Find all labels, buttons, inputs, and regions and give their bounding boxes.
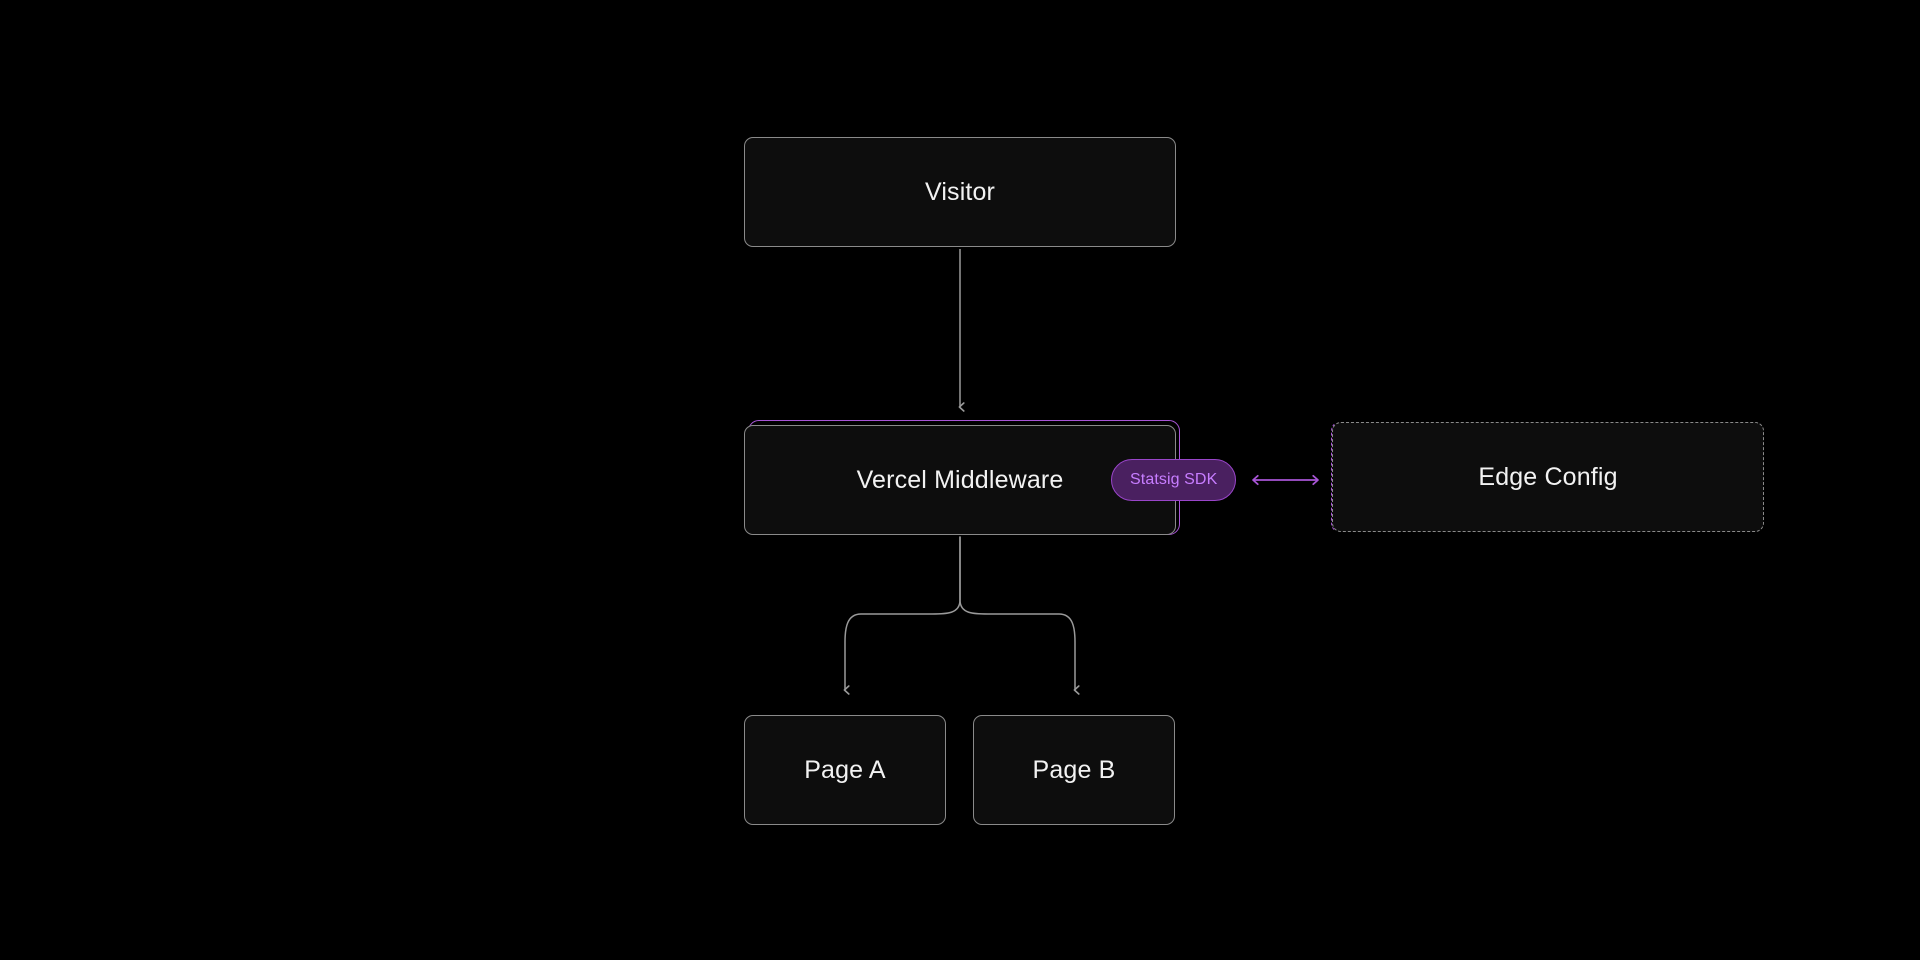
edge-config-accent-border bbox=[1331, 421, 1391, 533]
node-page-b-label: Page B bbox=[1032, 755, 1116, 784]
statsig-sdk-badge-label: Statsig SDK bbox=[1130, 471, 1218, 488]
node-vercel-middleware[interactable]: Vercel Middleware bbox=[744, 425, 1176, 535]
node-visitor[interactable]: Visitor bbox=[744, 137, 1176, 247]
node-visitor-label: Visitor bbox=[924, 177, 996, 206]
node-edge-config[interactable]: Edge Config bbox=[1332, 422, 1764, 532]
statsig-sdk-badge[interactable]: Statsig SDK bbox=[1111, 459, 1237, 501]
node-edge-config-label: Edge Config bbox=[1478, 462, 1618, 491]
node-page-b[interactable]: Page B bbox=[973, 715, 1175, 825]
node-page-a-label: Page A bbox=[804, 755, 886, 784]
edge-middleware-to-page-a bbox=[843, 536, 961, 695]
edge-middleware-to-page-b bbox=[959, 536, 1080, 695]
node-page-a[interactable]: Page A bbox=[744, 715, 946, 825]
node-vercel-middleware-label: Vercel Middleware bbox=[856, 465, 1064, 494]
